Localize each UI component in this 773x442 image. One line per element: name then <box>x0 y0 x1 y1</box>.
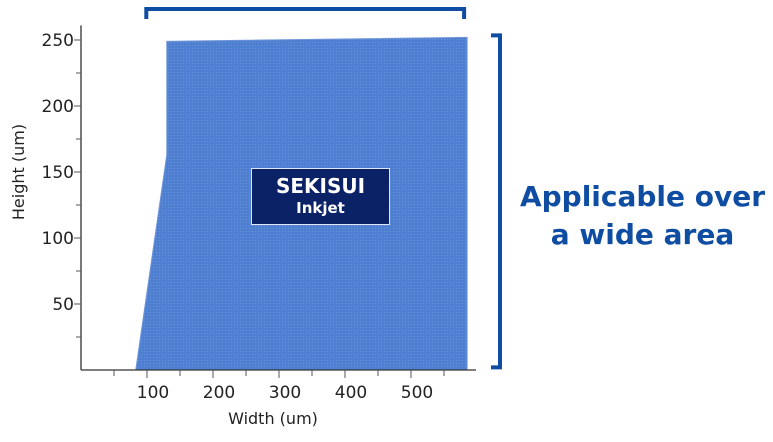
annotation-line2: a wide area <box>550 218 735 251</box>
y-axis-label: Height (um) <box>9 124 28 220</box>
logo-line2: Inkjet <box>296 199 345 217</box>
width-bracket <box>144 7 467 19</box>
y-tick-label: 50 <box>52 295 74 315</box>
logo-line1: SEKISUI <box>275 174 366 198</box>
x-tick-label: 100 <box>137 383 169 403</box>
x-axis-label: Width (um) <box>228 409 318 428</box>
y-tick-label: 150 <box>42 163 74 183</box>
y-tick-label: 200 <box>42 97 74 117</box>
height-bracket <box>491 33 502 370</box>
annotation-text: Applicable over a wide area <box>510 178 773 254</box>
x-tick-label: 400 <box>335 383 367 403</box>
x-tick-label: 300 <box>269 383 301 403</box>
y-tick-label: 100 <box>42 229 74 249</box>
sekisui-inkjet-logo: SEKISUI Inkjet <box>251 168 390 225</box>
y-tick-label: 250 <box>42 31 74 51</box>
x-tick-label: 200 <box>203 383 235 403</box>
annotation-line1: Applicable over <box>519 180 766 213</box>
x-tick-label: 500 <box>401 383 433 403</box>
